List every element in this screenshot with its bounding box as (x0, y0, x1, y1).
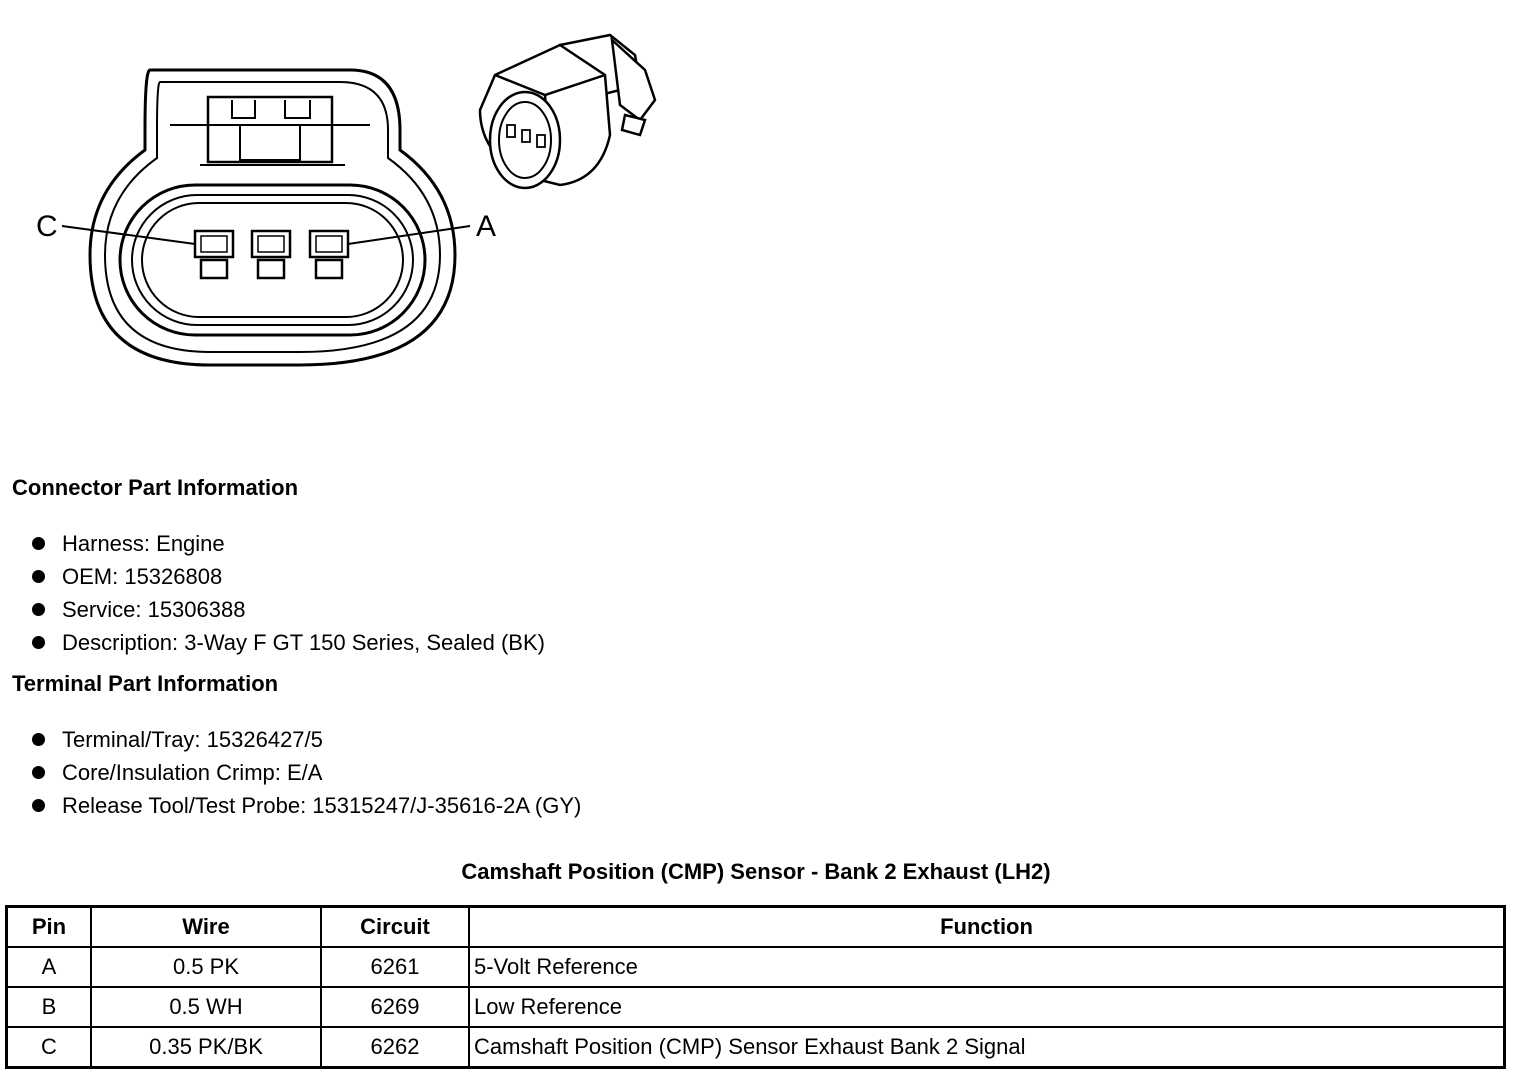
bullet-icon (32, 766, 45, 779)
list-item: Core/Insulation Crimp: E/A (30, 756, 581, 789)
cell-circuit: 6262 (320, 1026, 470, 1069)
table-row: B 0.5 WH 6269 Low Reference (5, 986, 1506, 1028)
leader-line-c (61, 225, 196, 245)
cell-function: Low Reference (468, 986, 1506, 1028)
bullet-icon (32, 537, 45, 550)
connector-part-info-heading: Connector Part Information (12, 475, 299, 500)
list-item: Service: 15306388 (30, 593, 545, 626)
bullet-icon (32, 636, 45, 649)
list-item: OEM: 15326808 (30, 560, 545, 593)
list-item: Release Tool/Test Probe: 15315247/J-3561… (30, 789, 581, 822)
connector-diagram: C A (36, 33, 657, 367)
pin-label-a: A (476, 210, 496, 243)
list-item: Terminal/Tray: 15326427/5 (30, 723, 581, 756)
pin-cavity-b (250, 229, 292, 259)
table-row: C 0.35 PK/BK 6262 Camshaft Position (CMP… (5, 1026, 1506, 1069)
cell-pin: B (5, 986, 92, 1028)
leader-line-a (347, 225, 471, 245)
connector-3d-view (478, 33, 657, 190)
cell-circuit: 6269 (320, 986, 470, 1028)
cell-wire: 0.35 PK/BK (90, 1026, 322, 1069)
pinout-table-title: Camshaft Position (CMP) Sensor - Bank 2 … (461, 859, 1051, 884)
bullet-icon (32, 603, 45, 616)
cell-pin: C (5, 1026, 92, 1069)
connector-housing-outline (88, 68, 457, 367)
cell-pin: A (5, 946, 92, 988)
bullet-icon (32, 733, 45, 746)
bullet-icon (32, 570, 45, 583)
pinout-table: Pin Wire Circuit Function A 0.5 PK 6261 … (5, 905, 1506, 1069)
column-header-circuit: Circuit (320, 905, 470, 948)
table-row: A 0.5 PK 6261 5-Volt Reference (5, 946, 1506, 988)
table-header-row: Pin Wire Circuit Function (5, 905, 1506, 948)
pin-label-c: C (36, 210, 58, 243)
cell-function: Camshaft Position (CMP) Sensor Exhaust B… (468, 1026, 1506, 1069)
connector-part-info-list: Harness: Engine OEM: 15326808 Service: 1… (30, 527, 545, 659)
cell-circuit: 6261 (320, 946, 470, 988)
list-item: Description: 3-Way F GT 150 Series, Seal… (30, 626, 545, 659)
column-header-function: Function (468, 905, 1506, 948)
bullet-icon (32, 799, 45, 812)
column-header-pin: Pin (5, 905, 92, 948)
column-header-wire: Wire (90, 905, 322, 948)
connector-seal-outer (118, 183, 427, 337)
connector-latch (206, 95, 334, 164)
terminal-part-info-list: Terminal/Tray: 15326427/5 Core/Insulatio… (30, 723, 581, 822)
list-item: Harness: Engine (30, 527, 545, 560)
cell-wire: 0.5 WH (90, 986, 322, 1028)
cell-function: 5-Volt Reference (468, 946, 1506, 988)
cell-wire: 0.5 PK (90, 946, 322, 988)
terminal-part-info-heading: Terminal Part Information (12, 671, 279, 696)
